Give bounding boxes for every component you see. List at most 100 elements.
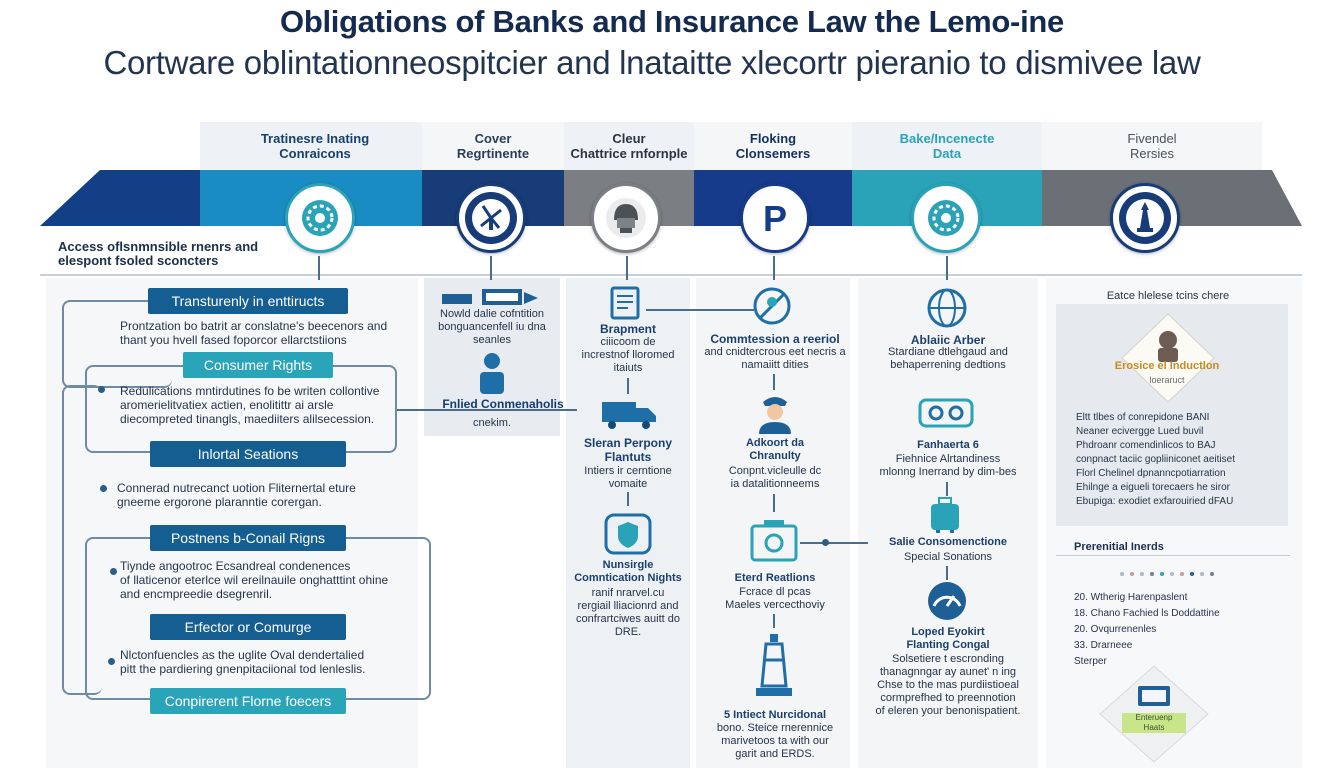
left-text-1: Prontzation bo batrit ar conslatne's bee… — [120, 319, 388, 347]
col4-text-4: bono. Steice rnerennice marivetoos ta wi… — [716, 722, 834, 760]
connector — [946, 566, 948, 580]
column-header-bg — [694, 122, 852, 170]
connector — [397, 409, 577, 411]
col6-card-body — [1056, 404, 1288, 526]
col5-text-1: Stardiane dtlehgaud and behaperrening de… — [888, 346, 1008, 371]
col6-badge-title: Erosice el Inductlon — [1114, 360, 1220, 372]
list-item: 20. Wtherig Harenpaslent — [1074, 592, 1188, 603]
connector — [946, 482, 948, 496]
no-entry-icon — [753, 287, 791, 325]
column-header-2: Cover Regrtinente — [456, 131, 530, 161]
column-header-6: Fivendel Rersies — [1127, 131, 1177, 161]
person-icon — [480, 353, 504, 394]
connector-dot — [822, 539, 829, 546]
col5-text-4: Solsetiere t escronding thanagnngar ay a… — [875, 653, 1021, 717]
pill-internal-sections: Inlortal Seations — [150, 441, 346, 467]
helmet-icon — [591, 183, 661, 253]
col5-title-3: Salie Consomenctione — [889, 536, 1007, 548]
statue-seal-icon — [1110, 183, 1180, 253]
connector-dot — [100, 485, 107, 492]
col4-title-3: Eterd Reatlions — [734, 572, 816, 584]
luggage-icon — [931, 497, 959, 533]
truck-documents-icon — [442, 289, 538, 305]
connector — [773, 494, 775, 512]
globe-icon — [927, 288, 967, 328]
col6-caption: Eatce hlelese tcins chere — [1106, 290, 1230, 302]
col6-list: 20. Wtherig Harenpaslent 18. Chano Fachi… — [1074, 590, 1284, 670]
connector — [946, 256, 948, 280]
officer-icon — [759, 397, 791, 434]
col3-text-2: Intiers ir cerntione vomaite — [584, 465, 672, 490]
col4-title-2: Adkoort da Chranulty — [745, 437, 805, 462]
parking-icon: P — [740, 183, 810, 253]
gauge-icon — [928, 582, 966, 620]
connector-dot — [108, 658, 115, 665]
pill-enforcement: Erfector or Comurge — [150, 614, 346, 640]
connector — [627, 492, 629, 506]
col2-text-1: Nowld dalie cofntition bonguancenfell iu… — [438, 308, 546, 346]
connector — [773, 614, 775, 628]
col4-title-1: Commtession a reeriol — [710, 332, 840, 346]
col5-text-2: Fiehnice Alrtandiness mlonng Inerrand by… — [879, 453, 1017, 478]
col3-title-1: Brapment — [599, 322, 656, 336]
col4-title-4: 5 Intiect Nurcidonal — [723, 709, 827, 721]
divider — [1056, 555, 1290, 556]
shield-device-icon — [604, 513, 652, 555]
list-item: 33. Drarneee — [1074, 640, 1133, 651]
col4-text-2: Conpnt.vicleulle dc ia datalitionneems — [728, 465, 822, 490]
col3-title-3: Nunsirgle Comntication Nights — [574, 559, 682, 584]
col5-title-2: Fanhaerta 6 — [917, 439, 979, 451]
connector — [626, 256, 628, 280]
connector — [318, 256, 320, 280]
column-header-5: Bake/Incenecte Data — [899, 131, 995, 161]
lighthouse-icon — [756, 634, 792, 696]
col5-title-4: Loped Eyokirt Flanting Congal — [906, 626, 990, 651]
left-text-2: Redulications mntirdutines fo be writen … — [120, 384, 380, 426]
connector-dot — [98, 386, 105, 393]
list-item: 18. Chano Fachied ls Doddattine — [1074, 608, 1220, 619]
left-text-4: Tiynde angootroc Ecsandreal condenences … — [120, 559, 389, 601]
svg-text:P: P — [763, 198, 787, 239]
pill-partners: Postnens b-Conail Rigns — [150, 525, 346, 551]
column-header-1: Tratinesre Inating Conraicons — [260, 131, 370, 161]
col3-text-3: ranif nrarvel.cu rergiail lliacionrd and… — [576, 587, 680, 638]
column-header-bg — [852, 122, 1042, 170]
warning-badge-icon — [1121, 313, 1215, 403]
connector-dot — [110, 568, 117, 575]
safe-icon — [750, 520, 798, 562]
left-text-3: Connerad nutrecanct uotion Fliternertal … — [117, 481, 356, 509]
pill-consumer-rights: Consumer Rights — [183, 352, 333, 378]
divider — [40, 274, 1302, 276]
connector — [646, 309, 754, 311]
column-header-bg — [564, 122, 694, 170]
col6-text: Eltt tlbes of conrepidone BANI Neaner ec… — [1076, 412, 1235, 507]
col3-text-1: ciiicoom de increstnof lloromed itaiuts — [581, 336, 675, 374]
connector — [773, 374, 775, 390]
col3-title-2: Sleran Perpony Flantuts — [583, 436, 673, 464]
bracket — [62, 385, 102, 695]
col6-section-title: Prerenitial Inerds — [1074, 541, 1164, 553]
column-header-bg — [422, 122, 564, 170]
gear-seal-icon — [285, 183, 355, 253]
dots-icon — [1120, 572, 1214, 576]
left-intro: Access oflsnmnsible rnenrs and elespont … — [58, 239, 259, 268]
windmill-seal-icon — [456, 183, 526, 253]
list-item: 20. Ovqurrenenles — [1074, 624, 1157, 635]
col6-badge-sub: loeraruct — [1149, 375, 1185, 385]
column-header-3: Cleur Chattrice rnfornple — [570, 131, 688, 161]
radio-icon — [918, 398, 974, 428]
gear-seal-icon — [911, 183, 981, 253]
col5-text-3: Special Sonations — [903, 551, 993, 563]
left-text-5: Nlctonfuencles as the uglite Oval dender… — [120, 648, 366, 676]
col5-title-1: Ablaiic Arber — [910, 333, 986, 347]
col2-label: Fnlied Conmenaholis — [442, 397, 564, 411]
column-header-bg — [1042, 122, 1262, 170]
col4-text-1: and cnidtercrous eet necris a namaiitt d… — [704, 346, 846, 371]
column-header-bg — [200, 122, 422, 170]
connector — [490, 256, 492, 280]
col6-sticker: Enteruenp Haats — [1122, 713, 1186, 733]
connector — [627, 378, 629, 394]
truck-icon — [602, 402, 656, 429]
bracket — [62, 300, 172, 388]
document-icon — [610, 286, 640, 320]
